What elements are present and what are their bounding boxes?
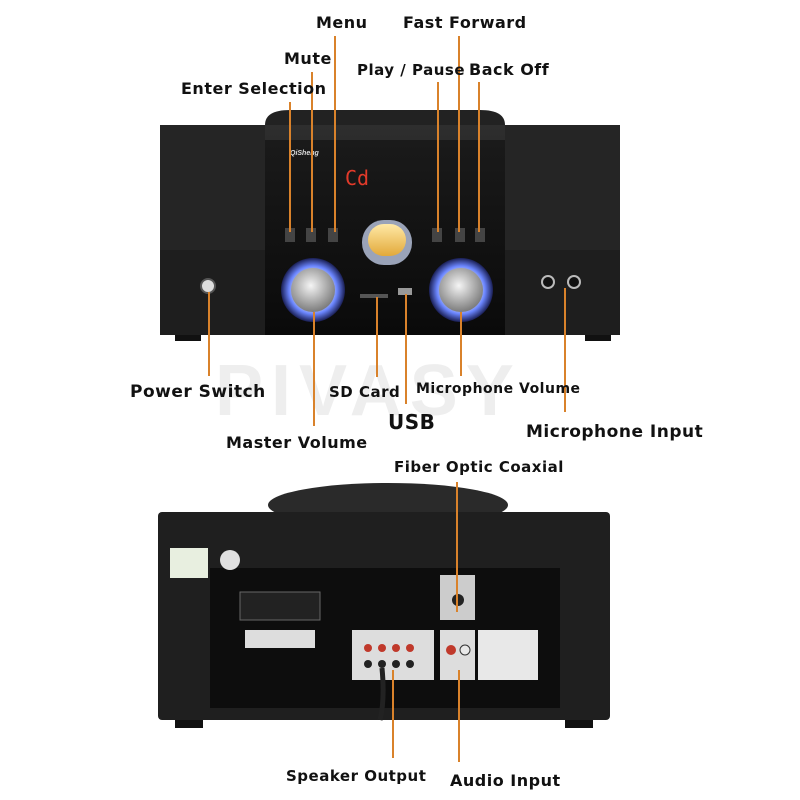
brand-text: QiSheng [290, 150, 320, 157]
leader-line-microphone-input [564, 288, 566, 412]
leader-line-sd-card [376, 297, 378, 377]
label-usb: USB [388, 410, 436, 434]
leader-line-microphone-volume [460, 312, 462, 376]
leader-line-speaker-output [392, 670, 394, 758]
label-menu: Menu [316, 13, 368, 32]
leader-line-usb [405, 294, 407, 404]
leader-line-mute [311, 72, 313, 232]
label-master-volume: Master Volume [226, 433, 368, 452]
leader-line-play-pause [437, 82, 439, 232]
front-buttons [285, 228, 485, 242]
leader-line-audio-input [458, 670, 460, 762]
leader-line-fiber-optic [456, 482, 458, 612]
leader-line-fast-forward [458, 36, 460, 232]
leader-line-back-off [478, 82, 480, 232]
label-play-pause: Play / Pause [357, 61, 465, 79]
label-back-off: Back Off [469, 60, 550, 79]
watermark: PIVASY [215, 351, 522, 431]
label-sd-card: SD Card [329, 383, 401, 401]
label-fiber-optic-coaxial: Fiber Optic Coaxial [394, 458, 564, 476]
leader-line-power-switch [208, 292, 210, 376]
leader-line-enter-selection [289, 102, 291, 232]
label-speaker-output: Speaker Output [286, 767, 427, 785]
leader-line-menu [334, 36, 336, 232]
label-power-switch: Power Switch [130, 382, 266, 402]
label-fast-forward: Fast Forward [403, 13, 527, 32]
display-readout: Cd [345, 166, 369, 190]
back-unit [158, 483, 610, 728]
label-microphone-volume: Microphone Volume [416, 381, 581, 397]
label-enter-selection: Enter Selection [181, 79, 327, 98]
label-audio-input: Audio Input [450, 771, 561, 790]
label-mute: Mute [284, 49, 332, 68]
leader-line-master-volume [313, 312, 315, 426]
label-microphone-input: Microphone Input [526, 422, 704, 442]
front-unit: QiSheng Cd [160, 110, 620, 341]
